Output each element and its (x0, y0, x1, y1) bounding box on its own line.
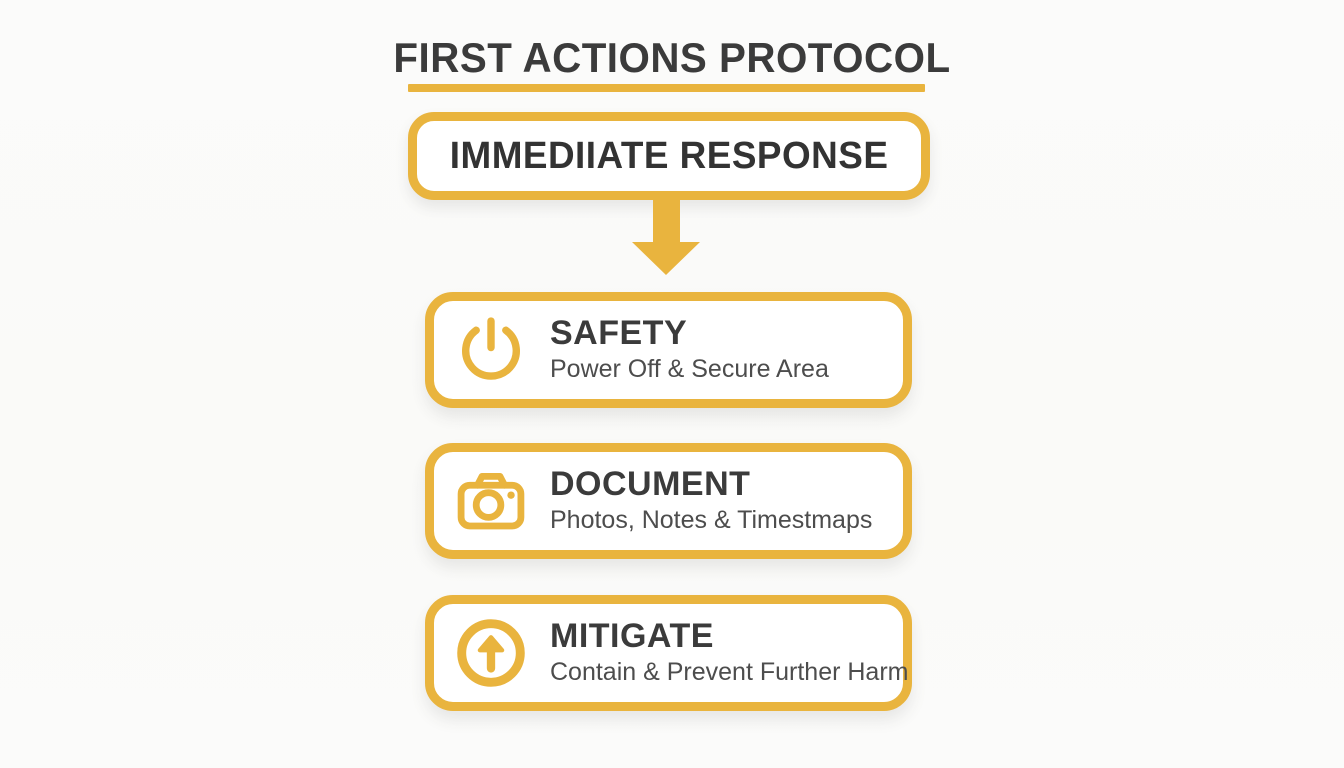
immediate-response-box: IMMEDIIATE RESPONSE (408, 112, 930, 200)
down-arrow-shaft (653, 197, 680, 243)
step-title-mitigate: MITIGATE (550, 616, 714, 655)
step-card-document: DOCUMENT Photos, Notes & Timestmaps (425, 443, 912, 559)
power-icon (454, 313, 528, 387)
title-underline (408, 84, 925, 92)
step-title-safety: SAFETY (550, 313, 688, 352)
arrow-up-circle-icon (454, 616, 528, 690)
immediate-response-label: IMMEDIIATE RESPONSE (449, 134, 889, 177)
step-subtitle-mitigate: Contain & Prevent Further Harm (550, 658, 909, 687)
step-subtitle-document: Photos, Notes & Timestmaps (550, 506, 873, 535)
step-title-document: DOCUMENT (550, 464, 751, 503)
page-title: FIRST ACTIONS PROTOCOL (393, 34, 951, 81)
step-card-mitigate: MITIGATE Contain & Prevent Further Harm (425, 595, 912, 711)
down-arrow-icon (632, 242, 700, 275)
step-subtitle-safety: Power Off & Secure Area (550, 355, 829, 384)
step-card-safety: SAFETY Power Off & Secure Area (425, 292, 912, 408)
camera-icon (454, 464, 528, 538)
